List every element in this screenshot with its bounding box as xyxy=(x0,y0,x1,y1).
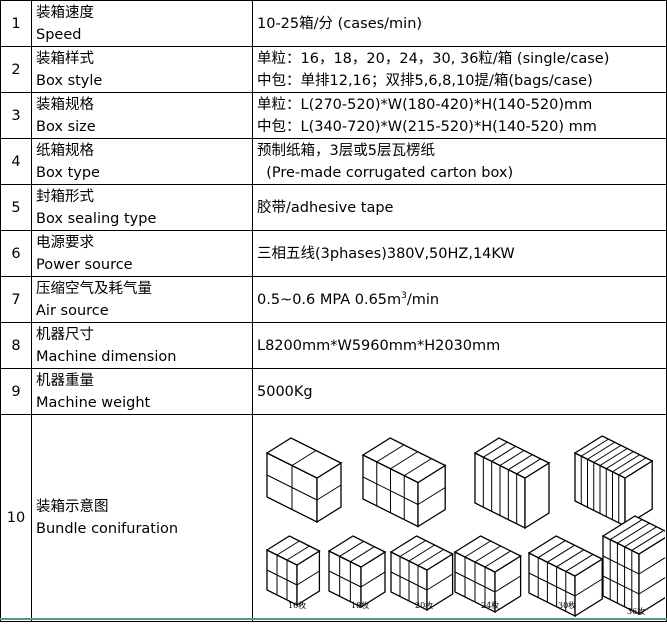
item-name-zh: 装箱规格 xyxy=(36,96,94,113)
item-value: 单粒：16，18，20，24，30, 36粒/箱 (single/case)中包… xyxy=(252,46,667,93)
item-name: 纸箱规格 Box type xyxy=(31,138,253,185)
item-name: 装箱样式 Box style xyxy=(31,46,253,93)
item-name: 装箱速度 Speed xyxy=(31,0,253,47)
item-name-zh: 机器重量 xyxy=(36,372,94,389)
bundle-box-icon xyxy=(573,434,654,527)
item-name-zh: 封箱形式 xyxy=(36,188,94,205)
item-value: L8200mm*W5960mm*H2030mm xyxy=(252,322,667,369)
table-row: 1 装箱速度 Speed 10-25箱/分 (cases/min) xyxy=(0,0,667,47)
item-value: 预制纸箱，3层或5层瓦楞纸 (Pre-made corrugated carto… xyxy=(252,138,667,185)
item-name: 机器重量 Machine weight xyxy=(31,368,253,415)
bundle-box-icon xyxy=(361,436,447,528)
table-row: 5 封箱形式 Box sealing type 胶带/adhesive tape xyxy=(0,184,667,231)
table-row: 7 压缩空气及耗气量 Air source 0.5~0.6 MPA 0.65m3/m… xyxy=(0,276,667,323)
item-name-en: Speed xyxy=(36,26,82,43)
item-name-zh: 压缩空气及耗气量 xyxy=(36,280,152,297)
bundle-box-icon xyxy=(527,534,604,617)
bundle-count-label: 16枚 xyxy=(288,600,306,610)
item-name-zh: 装箱样式 xyxy=(36,50,94,67)
table-row: 10 装箱示意图 Bundle conifuration 16枚 18枚 20枚 24枚 3… xyxy=(0,414,667,622)
table-row: 4 纸箱规格 Box type 预制纸箱，3层或5层瓦楞纸 (Pre-made co… xyxy=(0,138,667,185)
item-name-en: Power source xyxy=(36,256,133,273)
table-row: 2 装箱样式 Box style 单粒：16，18，20，24，30, 36粒/箱 … xyxy=(0,46,667,93)
row-number: 8 xyxy=(0,322,32,369)
row-number: 7 xyxy=(0,276,32,323)
bundle-count-label: 24枚 xyxy=(481,600,499,610)
divider xyxy=(0,618,667,620)
bundle-box-icon xyxy=(265,534,321,606)
item-name: 压缩空气及耗气量 Air source xyxy=(31,276,253,323)
item-name-zh: 纸箱规格 xyxy=(36,142,94,159)
item-name-en: Box size xyxy=(36,118,96,135)
item-name-zh: 机器尺寸 xyxy=(36,326,94,343)
item-name-en: Air source xyxy=(36,302,109,319)
bundle-box-icon xyxy=(265,436,343,523)
bundle-diagram: 16枚 18枚 20枚 24枚 30枚 36枚 xyxy=(252,414,667,622)
item-value: 5000Kg xyxy=(252,368,667,415)
item-value: 0.5~0.6 MPA 0.65m3/min xyxy=(252,276,667,323)
table-row: 3 装箱规格 Box size 单粒：L(270-520)*W(180-420)*H… xyxy=(0,92,667,139)
item-name: 机器尺寸 Machine dimension xyxy=(31,322,253,369)
row-number: 1 xyxy=(0,0,32,47)
item-value: 胶带/adhesive tape xyxy=(252,184,667,231)
item-name-en: Box sealing type xyxy=(36,210,157,227)
item-name-en: Box type xyxy=(36,164,100,181)
bundle-count-label: 36枚 xyxy=(627,606,645,616)
table-row: 8 机器尺寸 Machine dimension L8200mm*W5960mm*H… xyxy=(0,322,667,369)
bundle-count-label: 20枚 xyxy=(415,600,433,610)
item-name: 电源要求 Power source xyxy=(31,230,253,277)
table-row: 6 电源要求 Power source 三相五线(3phases)380V,50HZ… xyxy=(0,230,667,277)
item-name-en: Machine weight xyxy=(36,394,151,411)
bundle-count-label: 30枚 xyxy=(558,600,576,610)
item-name-zh: 装箱速度 xyxy=(36,4,94,21)
row-number: 9 xyxy=(0,368,32,415)
row-number: 2 xyxy=(0,46,32,93)
bundle-box-icon xyxy=(389,534,454,611)
item-value: 10-25箱/分 (cases/min) xyxy=(252,0,667,47)
item-name-zh: 电源要求 xyxy=(36,234,94,251)
item-name-en: Machine dimension xyxy=(36,348,177,365)
bundle-count-label: 18枚 xyxy=(351,600,369,610)
bundle-box-icon xyxy=(327,534,387,608)
bundle-box-icon xyxy=(473,436,551,529)
row-number: 5 xyxy=(0,184,32,231)
row-number: 3 xyxy=(0,92,32,139)
item-name: 装箱规格 Box size xyxy=(31,92,253,139)
row-number: 10 xyxy=(0,414,32,622)
bundle-box-icon xyxy=(453,534,522,613)
table-row: 9 机器重量 Machine weight 5000Kg xyxy=(0,368,667,415)
item-value: 三相五线(3phases)380V,50HZ,14KW xyxy=(252,230,667,277)
item-name-zh: 装箱示意图 xyxy=(36,499,109,515)
item-name: 封箱形式 Box sealing type xyxy=(31,184,253,231)
item-name-en: Box style xyxy=(36,72,103,89)
bundle-box-icon xyxy=(601,514,665,615)
row-number: 4 xyxy=(0,138,32,185)
row-number: 6 xyxy=(0,230,32,277)
item-name: 装箱示意图 Bundle conifuration xyxy=(31,414,253,622)
item-name-en: Bundle conifuration xyxy=(36,521,179,537)
